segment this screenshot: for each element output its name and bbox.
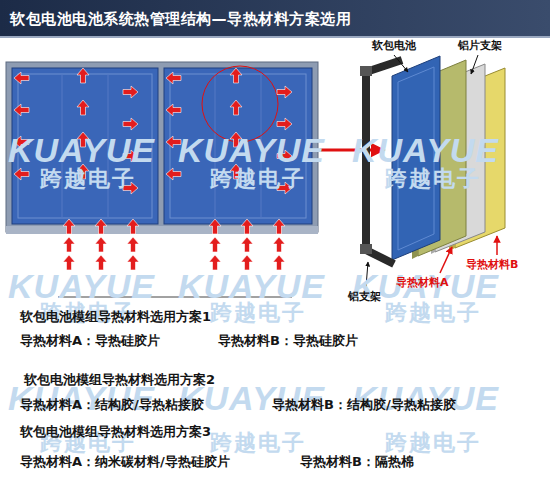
scheme-heading: 软包电池模组导热材料选用方案2 xyxy=(24,372,215,388)
watermark: KUAYUE xyxy=(352,130,499,171)
watermark: 跨越电子 xyxy=(385,166,481,192)
title-text: 软包电池电池系统热管理结构—导热材料方案选用 xyxy=(10,10,351,28)
watermark: KUAYUE xyxy=(178,130,325,171)
scheme-heading: 软包电池模组导热材料选用方案1 xyxy=(20,309,211,325)
scheme-text: 导热材料A：纳米碳材料/导热硅胶片 xyxy=(20,454,230,470)
title-bar xyxy=(0,0,550,36)
watermark: 跨越电子 xyxy=(385,300,481,326)
callout-label: 铝支架 xyxy=(348,290,381,303)
watermark: KUAYUE xyxy=(8,130,155,171)
watermark: 跨越电子 xyxy=(210,430,306,456)
watermark: 跨越电子 xyxy=(210,300,306,326)
leader-lines xyxy=(366,55,497,287)
watermark: 跨越电子 xyxy=(40,166,136,192)
scheme-text: 导热材料B：隔热棉 xyxy=(300,454,414,470)
scheme-text: 导热材料A：结构胶/导热粘接胶 xyxy=(20,397,204,413)
callout-label: 软包电池 xyxy=(372,39,416,52)
scheme-heading: 软包电池模组导热材料选用方案3 xyxy=(20,424,211,440)
scheme-text: 导热材料B：导热硅胶片 xyxy=(218,333,358,349)
scheme-text: 导热材料B：结构胶/导热粘接胶 xyxy=(272,397,456,413)
scheme-text: 导热材料A：导热硅胶片 xyxy=(20,333,160,349)
title-rule xyxy=(0,36,550,38)
callout-label: 导热材料B xyxy=(466,258,518,271)
callout-label: 铝片支架 xyxy=(458,39,502,52)
watermark: 跨越电子 xyxy=(210,166,306,192)
watermark: 跨越电子 xyxy=(385,430,481,456)
callout-label: 导热材料A xyxy=(396,276,449,289)
